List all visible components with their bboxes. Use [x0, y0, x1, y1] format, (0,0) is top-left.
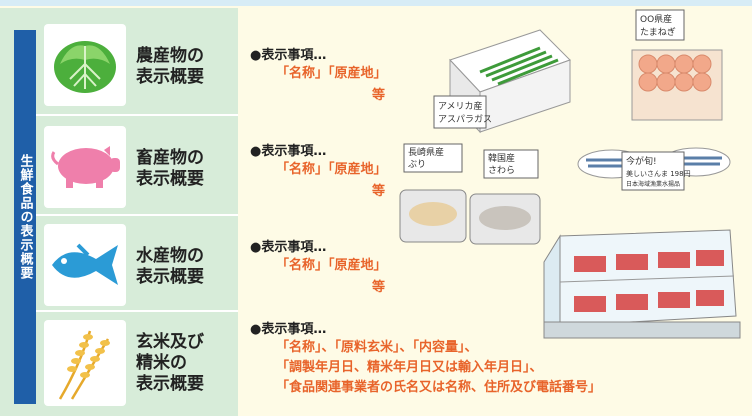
- section-items: 「名称」、「原料玄米」、「内容量」、 「調製年月日、精米年月日又は輸入年月日」、…: [276, 340, 602, 395]
- section-heading: ●表示事項…: [250, 48, 327, 63]
- section-items: 「名称」「原産地」: [276, 162, 387, 177]
- cabbage-icon: [44, 24, 126, 106]
- section-items: 「名称」「原産地」: [276, 258, 387, 273]
- svg-text:さわら: さわら: [488, 165, 515, 176]
- section-suffix: 等: [372, 88, 386, 103]
- category-title: 玄米及び 精米の 表示概要: [136, 332, 204, 394]
- section-heading: ●表示事項…: [250, 322, 327, 337]
- svg-text:たまねぎ: たまねぎ: [640, 26, 676, 38]
- svg-text:今が旬!: 今が旬!: [626, 155, 657, 167]
- svg-text:ぶり: ぶり: [408, 159, 426, 170]
- asparagus-box-illustration: アメリカ産 アスパラガス: [433, 29, 571, 134]
- svg-text:日本海域漁業水揚品: 日本海域漁業水揚品: [626, 180, 680, 188]
- section-divider: [36, 310, 238, 312]
- category-title: 農産物の 表示概要: [136, 46, 204, 87]
- display-case-illustration: [543, 229, 741, 339]
- svg-text:OO県産: OO県産: [640, 13, 672, 25]
- svg-text:アメリカ産: アメリカ産: [438, 100, 483, 112]
- section-suffix: 等: [372, 184, 386, 199]
- fish-plate-illustration: 今が旬! 美しいさんま 198円 日本海域漁業水揚品: [577, 147, 731, 191]
- section-divider: [36, 114, 238, 116]
- fish-icon: [44, 224, 126, 306]
- top-strip: [0, 0, 752, 6]
- svg-text:美しいさんま 198円: 美しいさんま 198円: [626, 169, 691, 178]
- rice-icon: [44, 320, 126, 406]
- onion-box-illustration: OO県産 たまねぎ: [631, 9, 723, 121]
- meat-trays-illustration: 長崎県産 ぶり 韓国産 さわら: [399, 143, 541, 245]
- category-title: 水産物の 表示概要: [136, 246, 204, 287]
- section-divider: [36, 214, 238, 216]
- svg-text:長崎県産: 長崎県産: [408, 146, 444, 158]
- sidebar-title: 生鮮食品の表示概要: [14, 30, 36, 404]
- pig-icon: [44, 126, 126, 208]
- section-items: 「名称」「原産地」: [276, 66, 387, 81]
- section-heading: ●表示事項…: [250, 240, 327, 255]
- svg-text:アスパラガス: アスパラガス: [438, 114, 492, 125]
- section-suffix: 等: [372, 280, 386, 295]
- section-heading: ●表示事項…: [250, 144, 327, 159]
- svg-text:韓国産: 韓国産: [488, 152, 515, 164]
- category-title: 畜産物の 表示概要: [136, 148, 204, 189]
